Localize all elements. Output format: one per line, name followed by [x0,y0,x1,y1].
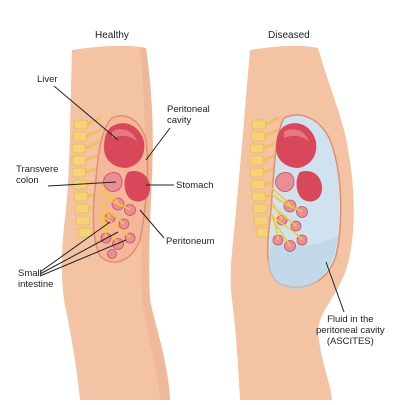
label-ascites: Fluid in the peritoneal cavity (ASCITES) [316,314,385,347]
label-liver: Liver [37,74,58,85]
label-peritoneal-cavity: Peritoneal cavity [167,104,210,126]
label-transverse-colon: Transvere colon [16,164,59,186]
diseased-mesentery [271,187,303,247]
diseased-title: Diseased [268,30,310,41]
healthy-stomach [124,170,150,202]
label-stomach: Stomach [176,180,214,191]
label-peritoneum: Peritoneum [166,236,215,247]
healthy-mesentery [99,185,131,245]
diseased-spine [249,119,271,238]
healthy-title: Healthy [95,30,129,41]
label-small-intestine: Small intestine [18,268,54,290]
diseased-stomach [296,170,322,202]
leader-lines [39,85,345,313]
